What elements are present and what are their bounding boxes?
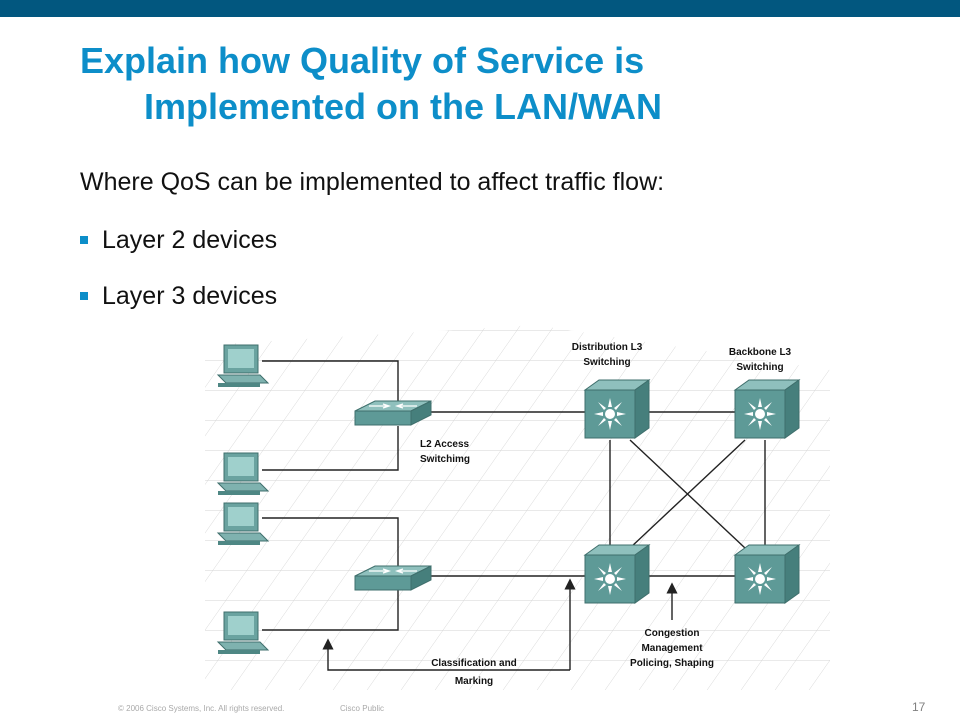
bullet-text: Layer 2 devices [102, 225, 278, 254]
classification-text: Cisco Public [340, 704, 385, 713]
title-line-1: Explain how Quality of Service is [80, 40, 645, 81]
title-line-2: Implemented on the LAN/WAN [144, 86, 663, 127]
annotation-arrows [322, 578, 678, 671]
bullet-square-icon [80, 236, 88, 244]
bullet-list: Layer 2 devices Layer 3 devices [80, 222, 277, 334]
congestion-label-line3: Policing, Shaping [630, 658, 714, 669]
distribution-l3-switch-icon [584, 379, 650, 439]
distribution-label-line2: Switching [583, 357, 630, 368]
network-links [262, 360, 766, 631]
bullet-text: Layer 3 devices [102, 281, 278, 310]
classification-label-line2: Marking [455, 676, 493, 687]
bullet-item: Layer 3 devices [80, 278, 277, 314]
distribution-l3-switch-icon [584, 544, 650, 604]
top-banner [0, 0, 960, 17]
copyright-text: © 2006 Cisco Systems, Inc. All rights re… [118, 704, 285, 713]
backbone-l3-switch-icon [734, 544, 800, 604]
slide-title: Explain how Quality of Service is Implem… [80, 38, 940, 130]
congestion-label-line2: Management [641, 643, 703, 654]
bullet-item: Layer 2 devices [80, 222, 277, 258]
distribution-label-line1: Distribution L3 [572, 342, 643, 353]
classification-label-line1: Classification and [431, 658, 517, 669]
subheading: Where QoS can be implemented to affect t… [80, 168, 665, 196]
l2-access-label-line2: Switchimg [420, 454, 470, 465]
bullet-square-icon [80, 292, 88, 300]
qos-network-diagram: Distribution L3 Switching Backbone L3 Sw… [205, 325, 830, 690]
grid-floor [205, 325, 830, 690]
backbone-label-line2: Switching [736, 362, 783, 373]
backbone-l3-switch-icon [734, 379, 800, 439]
l2-access-label-line1: L2 Access [420, 439, 470, 450]
footer: © 2006 Cisco Systems, Inc. All rights re… [118, 704, 384, 713]
backbone-label-line1: Backbone L3 [729, 347, 792, 358]
page-number: 17 [912, 700, 926, 714]
congestion-label-line1: Congestion [645, 628, 700, 639]
